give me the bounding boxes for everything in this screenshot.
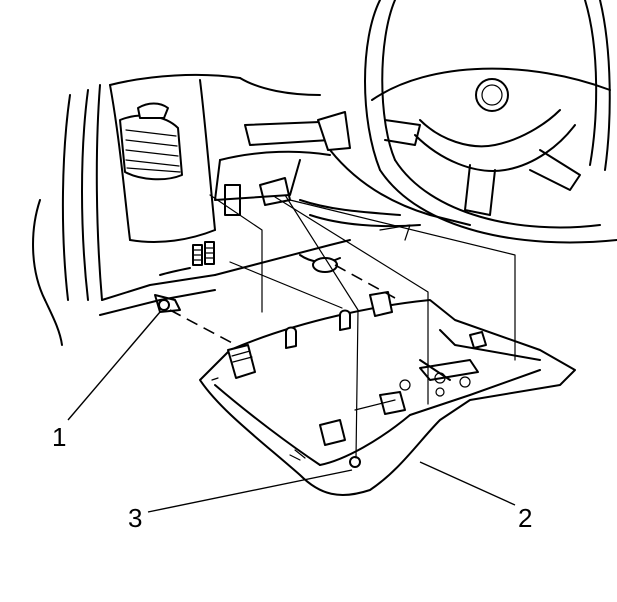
callout-leaders: [67, 311, 516, 513]
leader-1: [67, 311, 161, 421]
callout-labels: 1 2 3: [52, 422, 532, 533]
instrument-panel: [32, 73, 421, 346]
alignment-lines: [169, 194, 516, 459]
callout-2: 2: [518, 503, 532, 533]
callout-3: 3: [128, 503, 142, 533]
callout-1: 1: [52, 422, 66, 452]
leader-3: [147, 469, 353, 513]
leader-2: [419, 461, 516, 506]
knee-bolster-panel: [199, 291, 576, 496]
steering-wheel: [329, 0, 617, 244]
